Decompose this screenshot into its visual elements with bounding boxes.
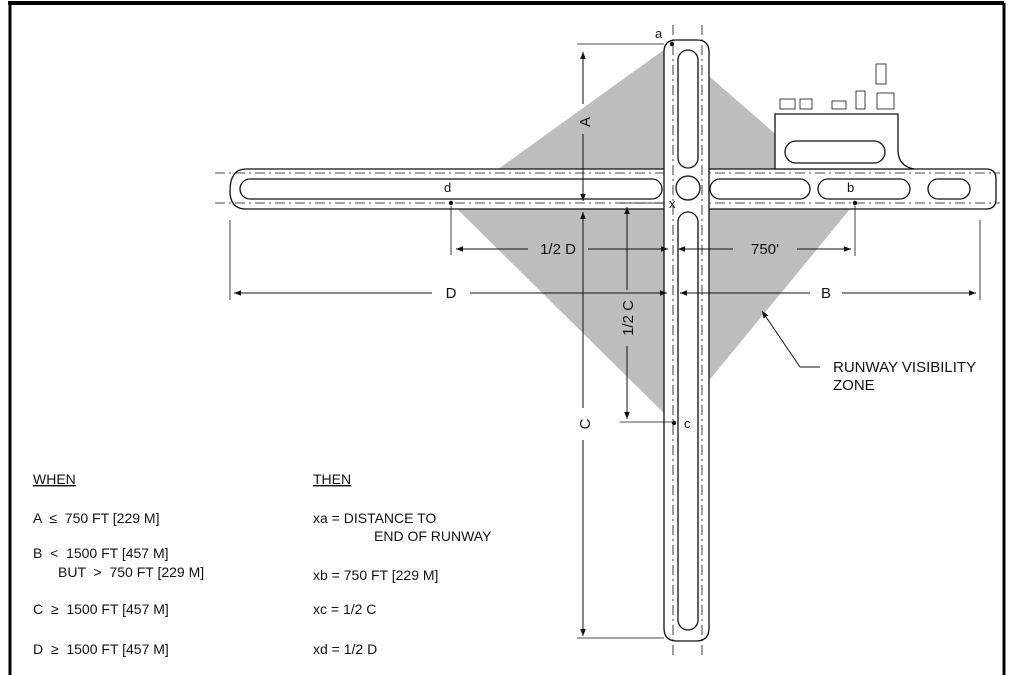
legend-when-a: A ≤ 750 FT [229 M] [33, 510, 160, 526]
horizontal-runway [215, 168, 1000, 210]
zone-label-line2: ZONE [833, 377, 875, 394]
dimension-b [680, 220, 981, 300]
drawing-frame [8, 1, 1006, 675]
dimension-c [577, 212, 664, 639]
point-d-label: d [444, 180, 451, 195]
dimension-750-label: 750' [751, 241, 779, 258]
legend-when-b2: BUT > 750 FT [229 M] [58, 564, 204, 580]
legend-when-b1: B < 1500 FT [457 M] [33, 545, 169, 561]
legend-then-header: THEN [313, 471, 351, 487]
legend-then-a1: xa = DISTANCE TO [313, 510, 436, 526]
dimension-a-label: A [577, 117, 594, 127]
vertical-runway [663, 25, 710, 655]
point-b-label: b [847, 180, 854, 195]
legend-then-c: xc = 1/2 C [313, 601, 376, 617]
point-x-label: x [669, 196, 676, 211]
legend-then-a2: END OF RUNWAY [374, 528, 492, 544]
point-a-label: a [655, 26, 663, 41]
reference-points [448, 41, 858, 426]
legend-then-b: xb = 750 FT [229 M] [313, 567, 438, 583]
legend-when-c: C ≥ 1500 FT [457 M] [33, 601, 169, 617]
zone-label-line1: RUNWAY VISIBILITY [833, 359, 976, 376]
dimension-half-d [450, 206, 668, 255]
dimension-half-d-label: 1/2 D [540, 241, 576, 258]
dimension-750 [678, 206, 856, 256]
legend: WHEN THEN A ≤ 750 FT [229 M] B < 1500 FT… [33, 471, 492, 657]
zone-leader [761, 310, 820, 368]
visibility-zone [451, 44, 855, 423]
dimension-a [577, 43, 664, 201]
legend-when-header: WHEN [33, 471, 76, 487]
dimension-c-label: C [577, 418, 594, 429]
apron-and-buildings [774, 63, 915, 170]
point-c-label: c [684, 416, 691, 431]
legend-then-d: xd = 1/2 D [313, 641, 377, 657]
dimension-d-label: D [446, 285, 457, 302]
legend-when-d: D ≥ 1500 FT [457 M] [33, 641, 169, 657]
dimension-half-c-label: 1/2 C [620, 300, 637, 336]
dimension-d [229, 220, 667, 300]
dimension-b-label: B [821, 285, 831, 302]
